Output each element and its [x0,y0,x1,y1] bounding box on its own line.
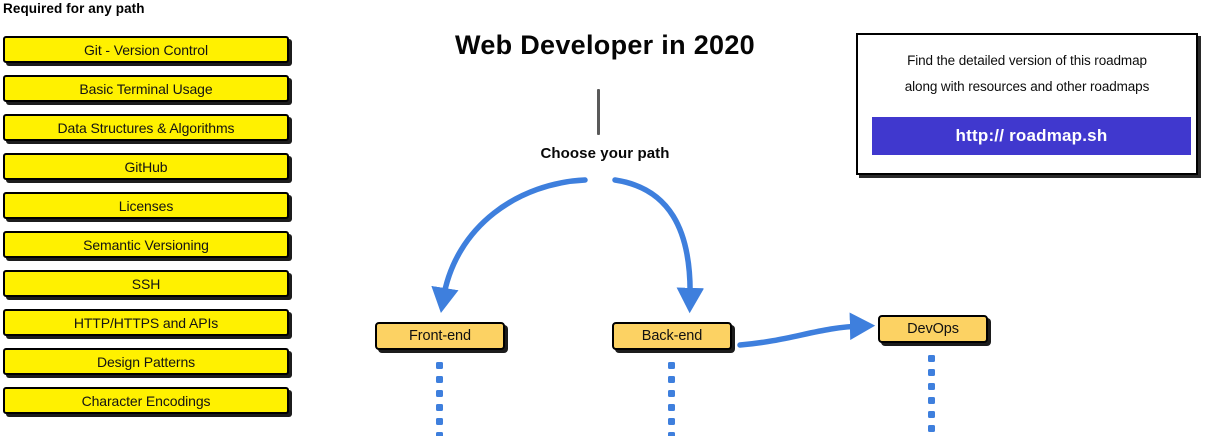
required-item-label: Git - Version Control [84,41,208,58]
required-for-any-path-column: Required for any path Git - Version Cont… [3,0,295,436]
required-item-label: SSH [131,275,161,292]
arrow-to-front-end [431,177,588,314]
arrow-to-back-end [612,177,705,314]
required-item-label: Licenses [118,197,174,214]
required-item-licenses[interactable]: Licenses [3,192,289,219]
required-item-label: Data Structures & Algorithms [57,119,235,136]
dotted-line-devops [928,355,935,436]
required-item-label: Character Encodings [81,392,211,409]
required-item-label: Design Patterns [96,353,196,370]
path-box-label: DevOps [907,320,959,337]
info-box-line-2: along with resources and other roadmaps [904,79,1150,94]
dotted-line-front-end [436,362,443,436]
required-item-github[interactable]: GitHub [3,153,289,180]
dotted-line-back-end [668,362,675,436]
roadmap-url-label: http:// roadmap.sh [955,126,1108,145]
required-item-git-version-control[interactable]: Git - Version Control [3,36,289,63]
required-item-label: Semantic Versioning [83,236,209,253]
required-item-label: HTTP/HTTPS and APIs [73,314,219,331]
path-box-label: Front-end [409,327,471,344]
required-item-basic-terminal-usage[interactable]: Basic Terminal Usage [3,75,289,102]
page-title: Web Developer in 2020 [455,30,755,60]
required-item-ssh[interactable]: SSH [3,270,289,297]
path-box-devops[interactable]: DevOps [878,315,988,343]
required-section-heading: Required for any path [3,1,145,16]
required-item-data-structures-algorithms[interactable]: Data Structures & Algorithms [3,114,289,141]
roadmap-url-button[interactable]: http:// roadmap.sh [872,117,1191,155]
path-box-front-end[interactable]: Front-end [375,322,505,350]
path-box-back-end[interactable]: Back-end [612,322,732,350]
path-box-label: Back-end [641,327,703,344]
required-item-character-encodings[interactable]: Character Encodings [3,387,289,414]
info-box-line-1: Find the detailed version of this roadma… [907,53,1147,68]
required-item-label: GitHub [124,158,168,175]
required-item-semantic-versioning[interactable]: Semantic Versioning [3,231,289,258]
required-item-design-patterns[interactable]: Design Patterns [3,348,289,375]
choose-your-path-label: Choose your path [540,145,670,162]
title-stem-line [597,89,600,135]
required-item-http-https-and-apis[interactable]: HTTP/HTTPS and APIs [3,309,289,336]
arrow-back-end-to-devops [737,312,876,348]
required-item-label: Basic Terminal Usage [79,80,213,97]
